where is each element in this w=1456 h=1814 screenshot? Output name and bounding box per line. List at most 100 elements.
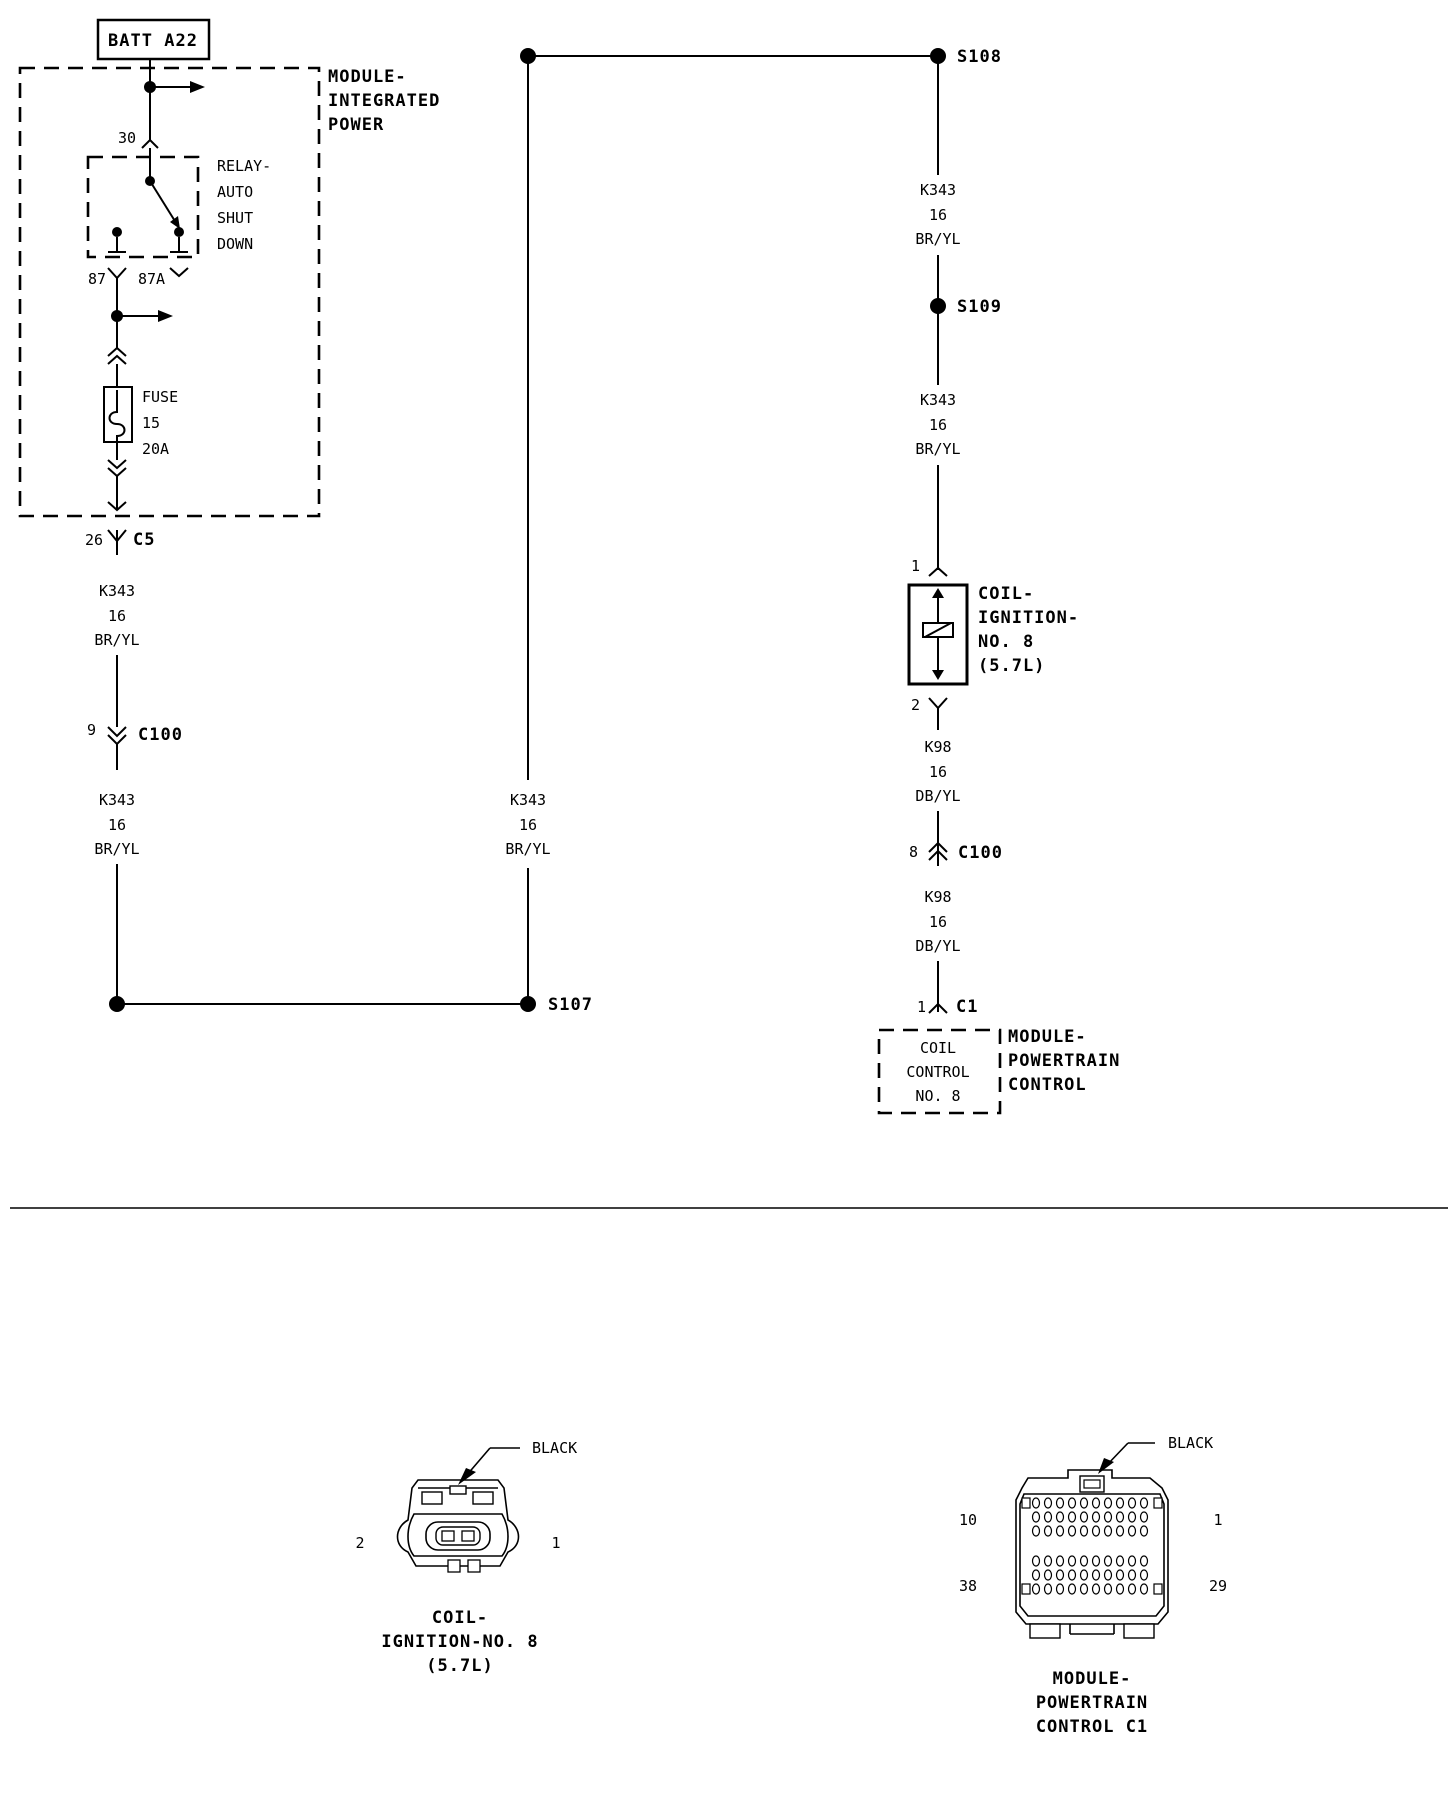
pin-cavity [1127,1569,1137,1581]
pcm-boundary [877,1028,1002,1115]
svg-text:DB/YL: DB/YL [915,937,960,955]
svg-text:COIL-: COIL- [978,584,1034,604]
svg-text:INTEGRATED: INTEGRATED [328,91,440,111]
coil-title: COIL- IGNITION- NO. 8 (5.7L) [978,584,1078,676]
svg-text:K343: K343 [510,791,546,809]
coil-pin-1: 1 [911,557,920,575]
pin-cavity [1031,1555,1041,1567]
svg-text:CONTROL: CONTROL [1008,1075,1087,1095]
svg-text:COIL-: COIL- [432,1608,488,1628]
pin-cavity [1031,1583,1041,1595]
svg-text:(5.7L): (5.7L) [978,656,1045,676]
c100-right-label: C100 [958,843,1003,863]
c100-left-pin: 9 [87,721,96,739]
pcm-c1-pin-29: 29 [1209,1577,1227,1595]
pin-cavity [1043,1569,1053,1581]
wire-label-k343: K343 16 BR/YL [94,582,139,649]
svg-text:POWERTRAIN: POWERTRAIN [1036,1693,1148,1713]
svg-text:20A: 20A [142,440,169,458]
fuse-label: FUSE 15 20A [142,388,178,458]
coil-pin-2: 2 [911,696,920,714]
svg-text:16: 16 [929,763,947,781]
c1-label: C1 [956,997,978,1017]
svg-text:K98: K98 [924,738,951,756]
svg-text:DOWN: DOWN [217,235,253,253]
pin-cavity [1079,1511,1089,1523]
pcm-c1-connector-color: BLACK [1168,1434,1213,1452]
pin-cavity [1055,1497,1065,1509]
pin-cavity [1043,1583,1053,1595]
latch-slot [1021,1583,1031,1595]
svg-text:POWER: POWER [328,115,384,135]
pin-cavity [1043,1555,1053,1567]
pin-cavity [1055,1583,1065,1595]
svg-text:K343: K343 [99,582,135,600]
svg-text:MODULE-: MODULE- [1053,1669,1132,1689]
svg-text:BR/YL: BR/YL [915,230,960,248]
pin-cavity [1091,1497,1101,1509]
pin-cavity [1127,1525,1137,1537]
svg-text:K98: K98 [924,888,951,906]
relay-boundary [86,155,200,259]
svg-text:FUSE: FUSE [142,388,178,406]
c100-left-label: C100 [138,725,183,745]
svg-text:BR/YL: BR/YL [94,631,139,649]
svg-text:16: 16 [108,607,126,625]
svg-text:K343: K343 [920,391,956,409]
pin-cavity [1103,1525,1113,1537]
latch-slot [1153,1497,1163,1509]
wire-label-k343: K343 16 BR/YL [915,391,960,458]
pin-cavity [1115,1583,1125,1595]
pin-cavity [1139,1555,1149,1567]
c1-pin: 1 [917,998,926,1016]
svg-text:POWERTRAIN: POWERTRAIN [1008,1051,1120,1071]
c100-right-pin: 8 [909,843,918,861]
pcm-c1-pin-1: 1 [1213,1511,1222,1529]
coil-connector-pin-1: 1 [551,1534,560,1552]
svg-text:MODULE-: MODULE- [1008,1027,1087,1047]
svg-text:CONTROL: CONTROL [906,1063,969,1081]
relay-label: RELAY- AUTO SHUT DOWN [217,157,271,253]
batt-fuse-box: BATT A22 [96,18,211,61]
pcm-inner-label: COIL CONTROL NO. 8 [906,1039,969,1105]
pin-cavity [1139,1569,1149,1581]
pin-cavity [1091,1583,1101,1595]
svg-text:RELAY-: RELAY- [217,157,271,175]
pin-cavity [1139,1497,1149,1509]
pin-cavity [1127,1583,1137,1595]
svg-text:16: 16 [929,206,947,224]
batt-label: BATT A22 [108,31,198,51]
integrated-power-module-title: MODULE- INTEGRATED POWER [328,67,440,135]
s109-label: S109 [957,297,1002,317]
svg-text:BR/YL: BR/YL [915,440,960,458]
pin-cavity [1079,1555,1089,1567]
svg-text:AUTO: AUTO [217,183,253,201]
pin-cavity [1031,1511,1041,1523]
pin-cavity [1067,1569,1077,1581]
svg-text:BR/YL: BR/YL [505,840,550,858]
pin-cavity [1103,1583,1113,1595]
pcm-c1-connector-view: BLACK 10 1 38 29 MODULE- POWERTRAIN CONT… [959,1434,1227,1737]
pin-cavity [1079,1569,1089,1581]
svg-text:K343: K343 [99,791,135,809]
pin-cavity [1067,1511,1077,1523]
s107-label: S107 [548,995,593,1015]
c5-pin: 26 [85,531,103,549]
pin-cavity [1055,1569,1065,1581]
pin-cavity [1091,1511,1101,1523]
wire-label-k343: K343 16 BR/YL [94,791,139,858]
pin-cavity [1043,1511,1053,1523]
pin-cavity [1139,1525,1149,1537]
pin-cavity [1139,1583,1149,1595]
wire-label-k98: K98 16 DB/YL [915,888,960,955]
latch-slot [1153,1583,1163,1595]
pin-cavity [1115,1525,1125,1537]
pin-cavity [1103,1511,1113,1523]
svg-text:16: 16 [108,816,126,834]
pin-cavity [1127,1555,1137,1567]
pcm-c1-pin-10: 10 [959,1511,977,1529]
svg-text:(5.7L): (5.7L) [426,1656,493,1676]
pin-cavity [1031,1497,1041,1509]
pcm-title: MODULE- POWERTRAIN CONTROL [1008,1027,1120,1095]
